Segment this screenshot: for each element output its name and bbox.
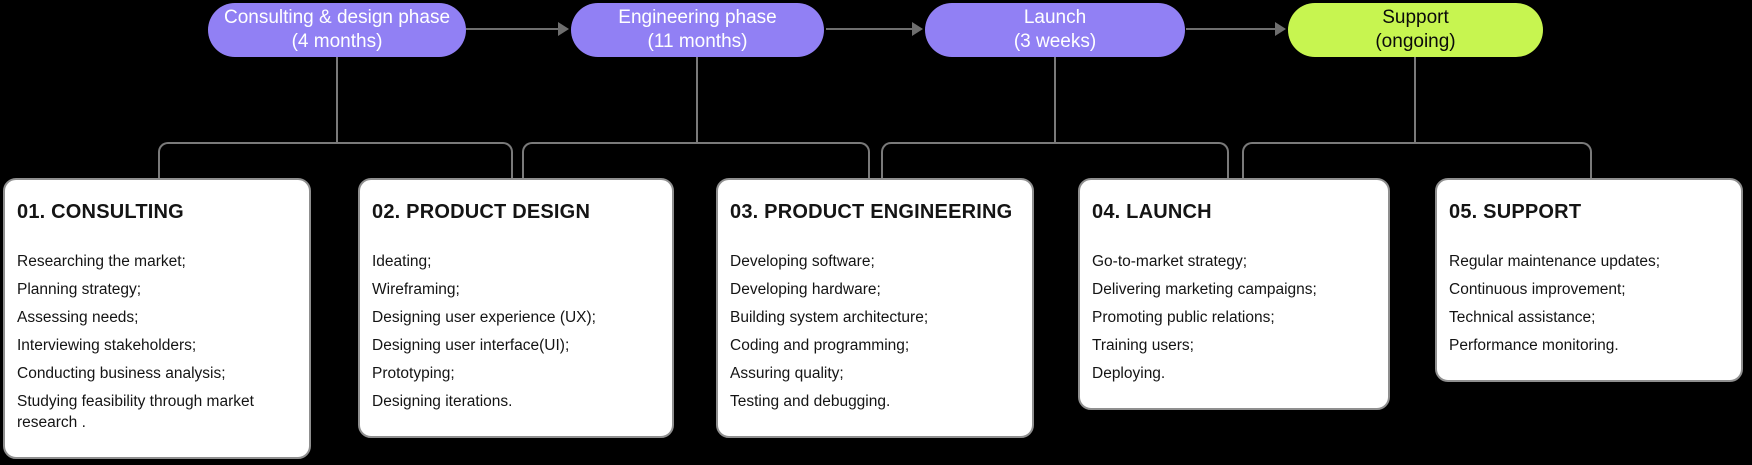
card-support: 05. SUPPORT Regular maintenance updates;… [1435,178,1743,382]
phase-name: Engineering phase [618,7,777,28]
phase-name: Consulting & design phase [223,7,451,28]
card-item: Ideating; [372,253,432,270]
card-item: Testing and debugging. [730,393,891,410]
card-item: Delivering marketing campaigns; [1092,281,1317,298]
card-item: Continuous improvement; [1449,281,1626,298]
card-item: Researching the market; [17,253,186,270]
card-launch: 04. LAUNCH Go-to-market strategy; Delive… [1078,178,1390,410]
card-consulting: 01. CONSULTING Researching the market; P… [3,178,311,459]
connector-stem [336,57,338,143]
arrow-right-icon [466,22,569,36]
card-item: Developing hardware; [730,281,881,298]
connector-bracket [881,142,1229,179]
card-item: Deploying. [1092,365,1166,382]
connector-bracket [158,142,513,179]
arrowhead-icon [558,22,569,36]
card-item: Coding and programming; [730,337,910,354]
phase-duration: (ongoing) [1375,31,1456,52]
card-item: Interviewing stakeholders; [17,337,197,354]
arrow-right-icon [826,22,923,36]
phase-pill-launch: Launch (3 weeks) [925,3,1185,57]
card-title: 04. LAUNCH [1092,201,1212,223]
card-item: Studying feasibility through market rese… [17,393,254,431]
card-title: 05. SUPPORT [1449,201,1582,223]
connector-stem [1054,57,1056,143]
phase-duration: (11 months) [647,31,748,52]
connector-bracket [1242,142,1592,179]
phase-duration: (4 months) [291,31,383,52]
card-item: Planning strategy; [17,281,142,298]
card-item: Prototyping; [372,365,455,382]
card-title: 02. PRODUCT DESIGN [372,201,591,223]
card-item: Assuring quality; [730,365,844,382]
card-item: Designing iterations. [372,393,513,410]
card-item: Developing software; [730,253,875,270]
card-item: Designing user experience (UX); [372,309,596,326]
card-product-design: 02. PRODUCT DESIGN Ideating; Wireframing… [358,178,674,438]
connector-stem [1414,57,1416,143]
phase-duration: (3 weeks) [1013,31,1097,52]
card-item: Technical assistance; [1449,309,1596,326]
card-item: Training users; [1092,337,1194,354]
connector-stem [696,57,698,143]
card-item: Building system architecture; [730,309,929,326]
card-item: Promoting public relations; [1092,309,1275,326]
card-product-engineering: 03. PRODUCT ENGINEERING Developing softw… [716,178,1034,438]
card-item: Go-to-market strategy; [1092,253,1248,270]
phase-pill-support: Support (ongoing) [1288,3,1543,57]
phase-pill-consulting-design: Consulting & design phase (4 months) [208,3,466,57]
card-item: Designing user interface(UI); [372,337,570,354]
phase-name: Launch [1023,7,1087,28]
card-item: Regular maintenance updates; [1449,253,1661,270]
phase-name: Support [1382,7,1449,28]
arrowhead-icon [1275,22,1286,36]
card-title: 01. CONSULTING [17,201,184,223]
phase-pill-engineering: Engineering phase (11 months) [571,3,824,57]
card-item: Conducting business analysis; [17,365,226,382]
connector-bracket [522,142,870,179]
arrowhead-icon [912,22,923,36]
card-item: Assessing needs; [17,309,139,326]
arrow-right-icon [1186,22,1286,36]
card-title: 03. PRODUCT ENGINEERING [730,201,1013,223]
card-item: Wireframing; [372,281,460,298]
card-item: Performance monitoring. [1449,337,1619,354]
